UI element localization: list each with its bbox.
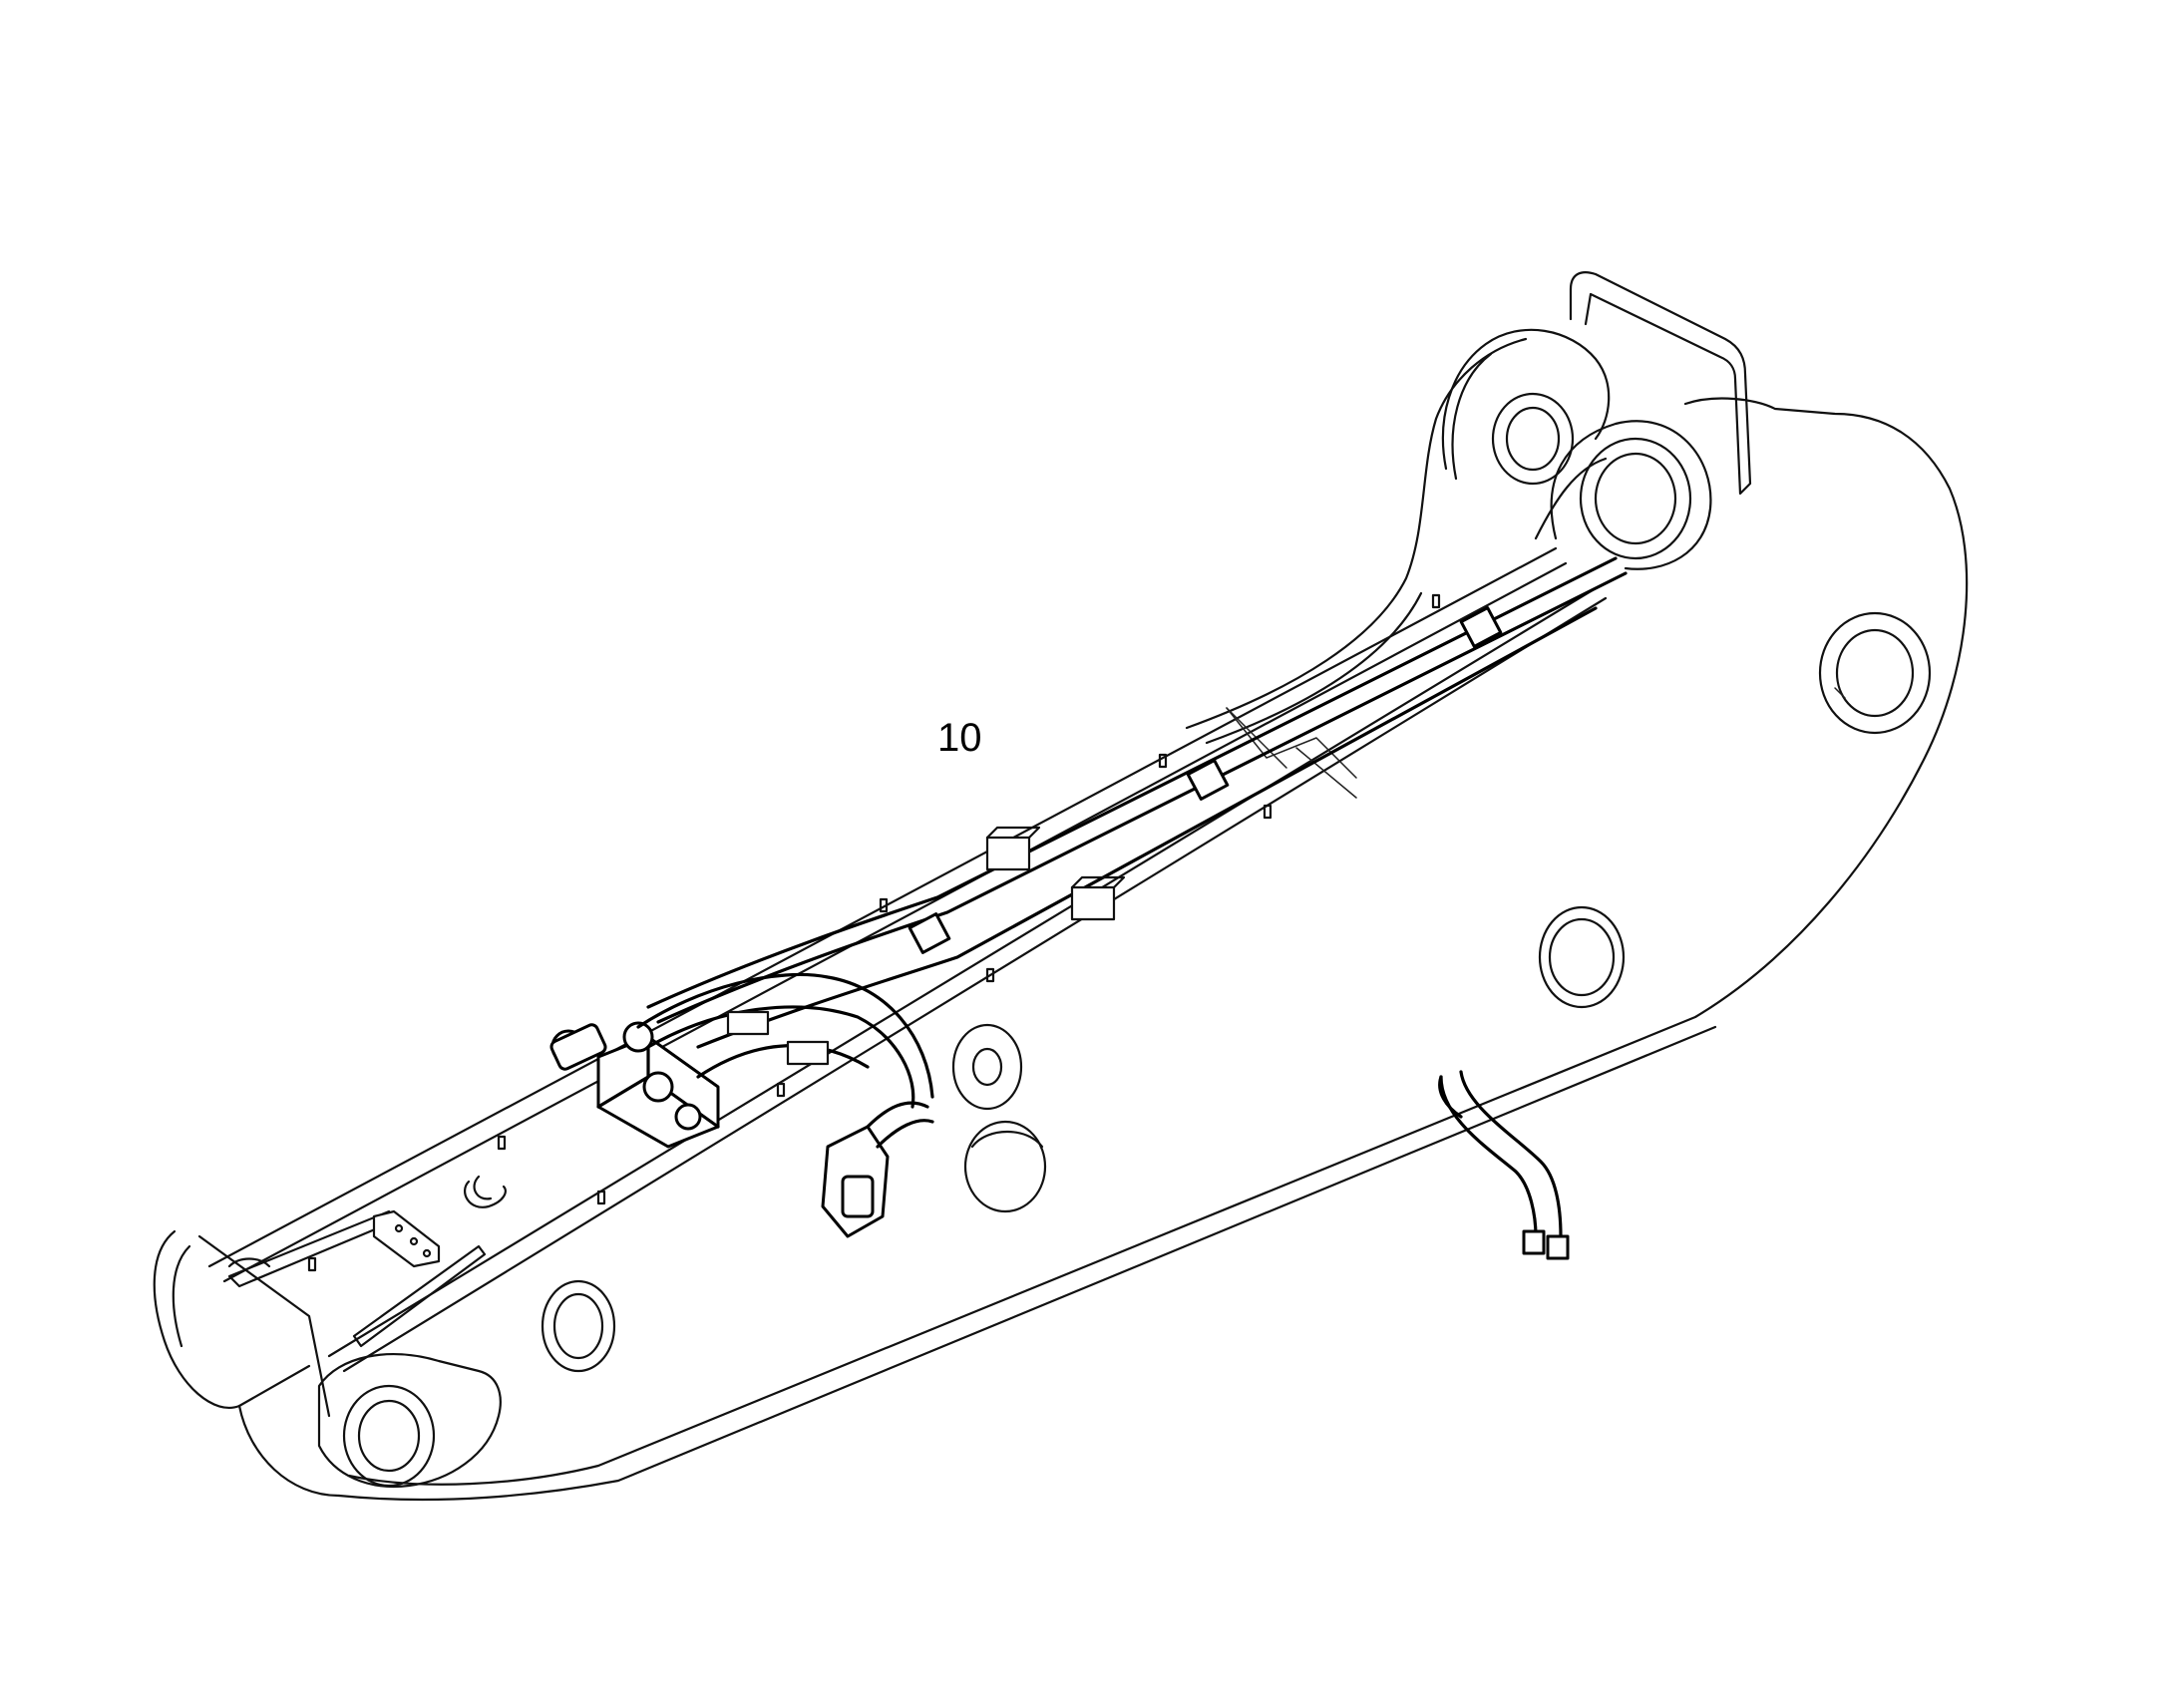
side-pin-bosses [541, 611, 1932, 1373]
boom-foot [153, 1229, 502, 1498]
hose-tails [1438, 1070, 1570, 1260]
boom-body [207, 337, 1969, 1502]
part-callout-label: 10 [937, 716, 982, 760]
valve-manifold [549, 972, 934, 1238]
mounting-bosses [951, 1023, 1047, 1213]
weld-tabs [307, 593, 1441, 1272]
top-lug-plates [1441, 271, 1752, 570]
foot-rails [227, 1175, 507, 1348]
